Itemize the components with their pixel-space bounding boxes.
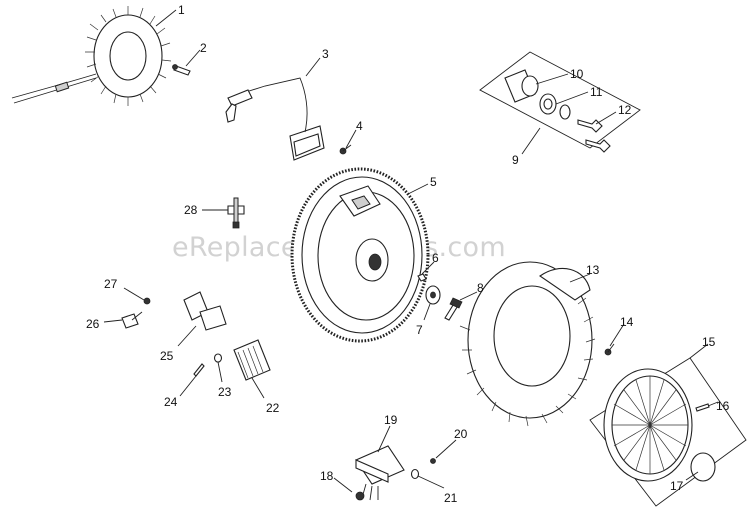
- rectifier-washer-part: [213, 353, 223, 363]
- flywheel-part: [290, 167, 430, 343]
- stator-screw-part: [172, 64, 191, 76]
- rectifier-screw-part: [193, 363, 205, 377]
- callout-26: 26: [86, 317, 100, 331]
- callout-12: 12: [618, 103, 632, 117]
- callout-28: 28: [184, 203, 198, 217]
- callout-22: 22: [266, 401, 280, 415]
- flywheel-screw-part: [444, 297, 463, 321]
- callout-14: 14: [620, 315, 634, 329]
- module-screw-part: [339, 144, 352, 155]
- callout-2: 2: [200, 41, 207, 55]
- callout-1: 1: [178, 3, 185, 17]
- blower-housing-part: [459, 261, 596, 427]
- callout-25: 25: [160, 349, 174, 363]
- housing-screw-part: [604, 343, 615, 356]
- callout-15: 15: [702, 335, 716, 349]
- regulator-screw-part: [430, 458, 436, 464]
- leader-lines: [103, 9, 719, 493]
- callout-23: 23: [218, 385, 232, 399]
- callout-9: 9: [512, 153, 519, 167]
- callout-17: 17: [670, 479, 684, 493]
- regulator-washer-part: [410, 468, 420, 480]
- rectifier-part: [233, 339, 271, 381]
- bracket-part: [183, 291, 227, 331]
- flywheel-key-part: [417, 273, 427, 282]
- screen-screw-part: [695, 403, 710, 412]
- clamp-part: [121, 311, 143, 329]
- callout-20: 20: [454, 427, 468, 441]
- callout-24: 24: [164, 395, 178, 409]
- callout-21: 21: [444, 491, 458, 505]
- spark-plug-part: [227, 197, 245, 229]
- callout-6: 6: [432, 251, 439, 265]
- callout-11: 11: [590, 85, 603, 99]
- callout-27: 27: [104, 277, 118, 291]
- callout-labels: 1 2 3 4 5 6 7 8 9 10 11 12 13 14 15 16 1…: [86, 3, 730, 505]
- callout-5: 5: [430, 175, 437, 189]
- callout-13: 13: [586, 263, 600, 277]
- debris-screen-group: [589, 357, 747, 507]
- clamp-screw-part: [143, 297, 151, 305]
- callout-8: 8: [477, 281, 484, 295]
- callout-7: 7: [416, 323, 423, 337]
- callout-4: 4: [356, 119, 363, 133]
- callout-10: 10: [570, 67, 584, 81]
- ignition-module-part: [225, 77, 325, 161]
- callout-16: 16: [716, 399, 730, 413]
- callout-3: 3: [322, 47, 329, 61]
- flywheel-washer-part: [425, 285, 441, 305]
- callout-18: 18: [320, 469, 334, 483]
- callout-19: 19: [384, 413, 398, 427]
- stator-part: [11, 6, 172, 106]
- regulator-part: [355, 445, 405, 501]
- key-switch-group: [479, 51, 641, 153]
